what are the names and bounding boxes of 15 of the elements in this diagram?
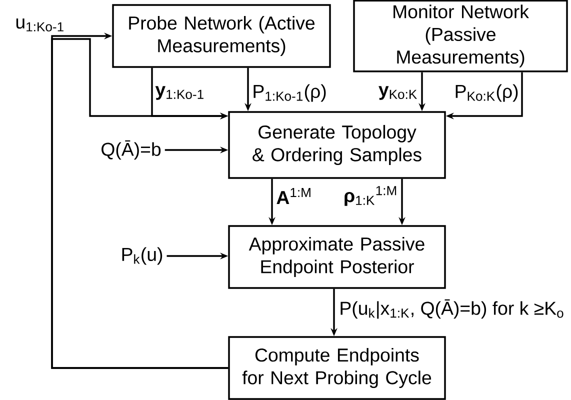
edge-label: P(u$_{k}$|x$_{1:K}$, Q(Ā)=b) for k ≥K$_{o}$ [338, 298, 566, 320]
input-label: P$_{k}$(u) [122, 247, 162, 265]
edge-label: P$_{Ko:K}$(ρ) [452, 82, 520, 104]
edge-label: u$_{1:Ko-1}$ [14, 17, 66, 33]
input-label: Q(Ā)=b [102, 140, 161, 160]
edge-label: y$_{Ko:K}$ [377, 84, 420, 102]
edge-label: A$^{1:M}$ [274, 186, 314, 206]
edge-label: P$_{1:Ko-1}$(ρ) [250, 82, 328, 104]
edge-label: y$_{1:Ko-1}$ [154, 84, 206, 102]
process-box: Monitor Network (Passive Measurements) [353, 0, 568, 72]
process-box: Compute Endpoints for Next Probing Cycle [228, 336, 446, 400]
process-box: Generate Topology & Ordering Samples [228, 111, 446, 179]
process-box: Approximate Passive Endpoint Posterior [228, 225, 446, 289]
process-box: Probe Network (Active Measurements) [112, 4, 331, 68]
edge-label: ρ$_{1:K}$1:M [342, 184, 400, 208]
